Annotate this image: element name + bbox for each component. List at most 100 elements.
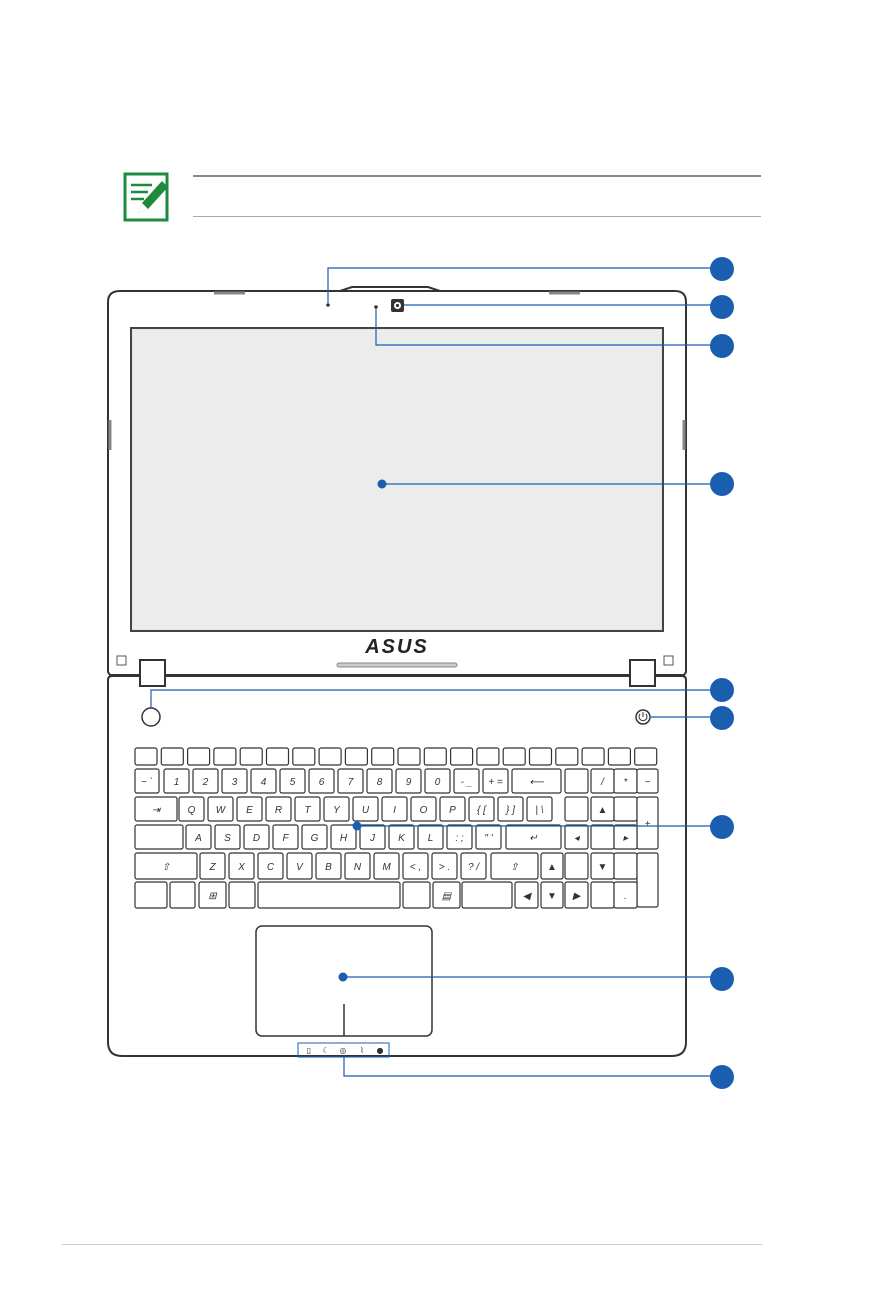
svg-text:⇧: ⇧ [510, 862, 518, 873]
key-number: 0 [424, 768, 451, 794]
svg-text:M: M [382, 862, 391, 873]
key-letter: F [272, 824, 299, 850]
callout-touchpad [710, 967, 734, 991]
callout-touchpad-disable-button [710, 678, 734, 702]
callout-camera [710, 295, 734, 319]
touchpad-disable-button [141, 707, 161, 727]
svg-text:8: 8 [377, 777, 383, 788]
key-letter: G [301, 824, 328, 850]
svg-text:↵: ↵ [529, 833, 538, 844]
footer-rule [62, 1244, 762, 1245]
svg-text:3: 3 [232, 777, 238, 788]
function-key [581, 747, 605, 766]
svg-text:▶: ▶ [572, 891, 582, 902]
svg-text:? /: ? / [468, 862, 480, 873]
right-hinge-base [629, 659, 656, 687]
svg-text:J: J [369, 833, 376, 844]
numpad-dot: . [613, 881, 638, 909]
svg-text:*: * [624, 777, 629, 788]
key-letter: { [ [468, 796, 495, 822]
svg-text:0: 0 [435, 777, 441, 788]
key-letter: Y [323, 796, 350, 822]
key-number: 3 [221, 768, 248, 794]
svg-text:H: H [340, 833, 348, 844]
numpad-4: ◂ [564, 824, 589, 850]
key-windows: ⊞ [198, 881, 227, 909]
svg-text:L: L [428, 833, 434, 844]
key-number: 7 [337, 768, 364, 794]
key-number: + = [482, 768, 509, 794]
key-number: 2 [192, 768, 219, 794]
key-fn [169, 881, 196, 909]
key-letter: B [315, 852, 342, 880]
function-key [239, 747, 263, 766]
key-tab: ⇥ [134, 796, 178, 822]
svg-text:▯: ▯ [307, 1046, 311, 1055]
function-key [555, 747, 579, 766]
key-left-shift: ⇧ [134, 852, 198, 880]
svg-text:P: P [449, 805, 456, 816]
function-key [265, 747, 290, 766]
key-letter: : ; [446, 824, 473, 850]
key-letter: } ] [497, 796, 524, 822]
svg-text:Y: Y [333, 805, 341, 816]
svg-text:K: K [398, 833, 406, 844]
key-right-shift: ⇧ [490, 852, 539, 880]
svg-text:☾: ☾ [322, 1046, 329, 1055]
svg-text:< ,: < , [410, 862, 421, 873]
key-letter: Z [199, 852, 226, 880]
svg-text:| \: | \ [535, 805, 543, 816]
key-letter: > . [431, 852, 458, 880]
numpad-numlock [564, 768, 589, 794]
svg-text:⊞: ⊞ [208, 891, 218, 902]
svg-text:▲: ▲ [547, 862, 557, 873]
svg-text:F: F [282, 833, 289, 844]
key-letter: J [359, 824, 386, 850]
camera-indicator [374, 305, 378, 309]
numpad-1 [564, 852, 589, 880]
key-letter: S [214, 824, 241, 850]
key-letter: " ' [475, 824, 502, 850]
key-arrow-down: ▼ [540, 881, 564, 909]
svg-text:9: 9 [406, 777, 412, 788]
svg-text:~ `: ~ ` [141, 776, 153, 788]
key-letter: P [439, 796, 466, 822]
svg-text:◎: ◎ [340, 1046, 347, 1055]
key-number: 6 [308, 768, 335, 794]
key-letter: E [236, 796, 263, 822]
svg-text:⇧: ⇧ [162, 862, 170, 873]
svg-text:> .: > . [439, 862, 450, 873]
function-key [450, 747, 474, 766]
function-key [397, 747, 421, 766]
key-capslock [134, 824, 184, 850]
key-number: 4 [250, 768, 277, 794]
key-letter: W [207, 796, 234, 822]
key-arrow-left: ◀ [514, 881, 539, 909]
function-key [502, 747, 526, 766]
leader-touchpad-button [150, 689, 713, 708]
key-number: - _ [453, 768, 480, 794]
svg-text:⟵: ⟵ [529, 777, 544, 788]
numpad-0 [590, 881, 615, 909]
svg-text:1: 1 [174, 777, 180, 788]
key-letter: I [381, 796, 408, 822]
svg-text:W: W [216, 805, 227, 816]
svg-text:E: E [246, 805, 253, 816]
key-letter: C [257, 852, 284, 880]
note-bottom-rule [193, 216, 761, 217]
function-key [423, 747, 447, 766]
numpad-9 [613, 796, 638, 822]
leader-microphone [327, 267, 713, 303]
numpad-8: ▲ [590, 796, 615, 822]
key-letter: ? / [460, 852, 487, 880]
note-icon [123, 172, 169, 222]
key-letter: A [185, 824, 212, 850]
svg-text:" ': " ' [484, 833, 493, 844]
function-key [344, 747, 368, 766]
function-key [187, 747, 211, 766]
function-key [318, 747, 342, 766]
key-letter: T [294, 796, 321, 822]
numpad-divide: / [590, 768, 615, 794]
function-key [134, 747, 158, 766]
key-letter: H [330, 824, 357, 850]
